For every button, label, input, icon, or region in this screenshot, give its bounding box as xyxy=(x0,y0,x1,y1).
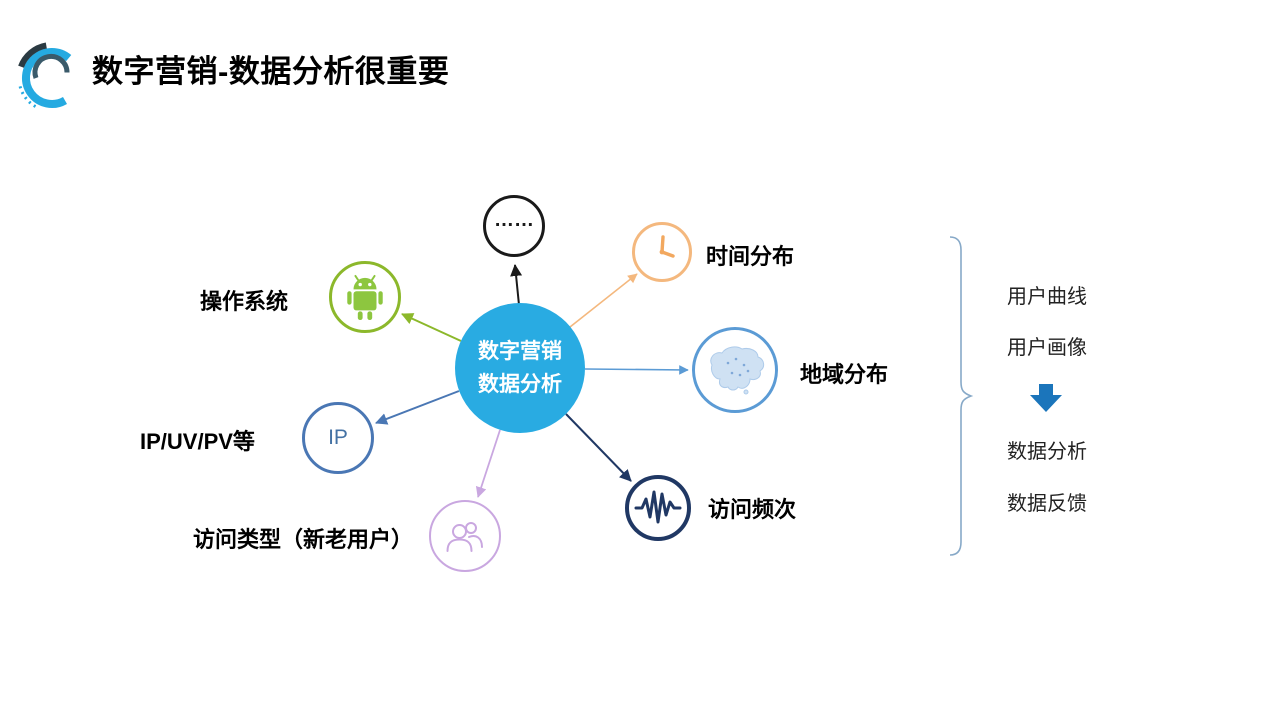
connector-region xyxy=(584,365,689,375)
users-icon xyxy=(446,522,483,552)
os-label: 操作系统 xyxy=(200,289,289,314)
waveform-icon xyxy=(634,490,682,524)
center-node: 数字营销 数据分析 xyxy=(455,303,585,433)
connector-ellipsis xyxy=(510,264,523,306)
ellipsis-label: …… xyxy=(494,208,534,231)
time-label: 时间分布 xyxy=(706,244,795,269)
connector-ip xyxy=(375,390,460,425)
right-panel-item-user-portrait: 用户画像 xyxy=(1007,337,1087,359)
frequency-node xyxy=(625,475,691,541)
right-bracket xyxy=(949,236,974,556)
region-node xyxy=(692,327,778,413)
ip-badge: IP xyxy=(328,426,348,449)
ip-label: IP/UV/PV等 xyxy=(140,429,255,454)
os-node xyxy=(329,261,401,333)
center-node-line2: 数据分析 xyxy=(478,373,562,396)
frequency-label: 访问频次 xyxy=(708,497,797,522)
ellipsis-node: …… xyxy=(483,195,545,257)
connector-os xyxy=(401,313,462,342)
connector-visitor xyxy=(475,429,501,498)
right-panel-item-data-feedback: 数据反馈 xyxy=(1007,493,1087,515)
visitor-type-label: 访问类型（新老用户） xyxy=(193,527,414,552)
right-panel-item-data-analysis: 数据分析 xyxy=(1007,441,1087,463)
ip-node: IP xyxy=(302,402,374,474)
android-icon xyxy=(347,274,383,320)
right-panel-item-user-curve: 用户曲线 xyxy=(1007,286,1087,308)
down-arrow-icon xyxy=(1030,384,1062,412)
center-node-line1: 数字营销 xyxy=(478,340,562,363)
visitor-type-node xyxy=(429,500,501,572)
connector-frequency xyxy=(565,413,632,482)
clock-icon xyxy=(659,235,675,258)
page-title: 数字营销-数据分析很重要 xyxy=(92,54,450,89)
logo-icon xyxy=(18,42,72,108)
china-map-icon xyxy=(710,346,765,395)
connector-time xyxy=(569,273,638,328)
region-label: 地域分布 xyxy=(800,362,889,387)
time-node xyxy=(632,222,692,282)
